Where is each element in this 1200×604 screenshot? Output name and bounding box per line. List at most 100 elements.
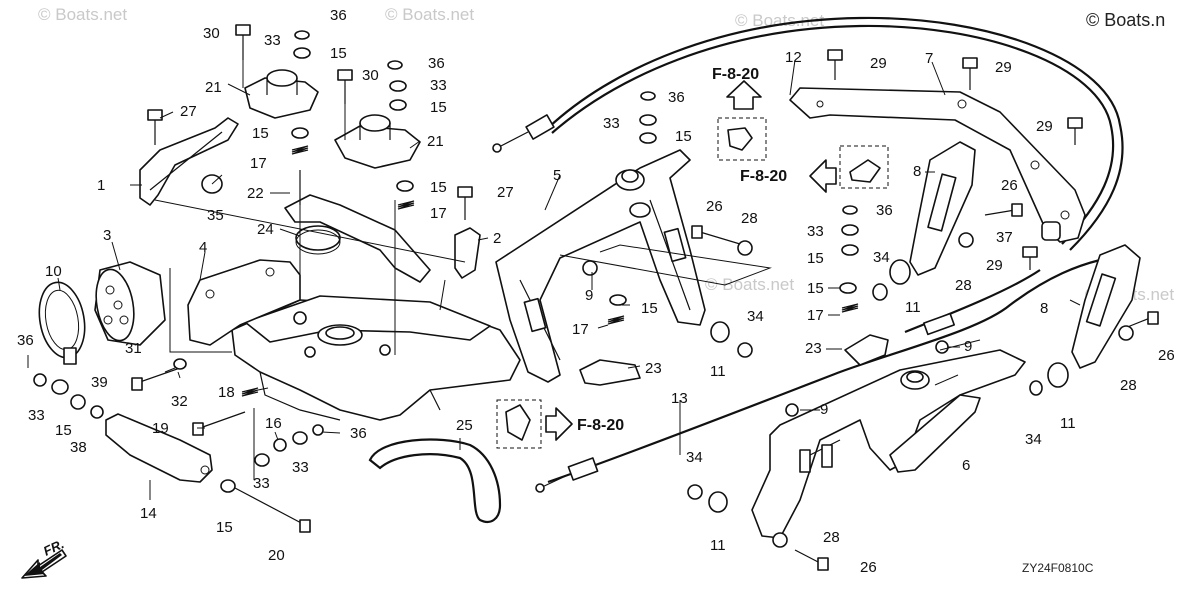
watermark-text: © Boats.net — [735, 11, 824, 30]
callout-36: 36 — [350, 425, 367, 442]
callout-8: 8 — [1040, 300, 1048, 317]
callout-28: 28 — [823, 529, 840, 546]
cable-13 — [547, 258, 1101, 484]
callout-33: 33 — [292, 459, 309, 476]
bracket-22 — [284, 194, 431, 283]
callout-31: 31 — [125, 340, 142, 357]
callout-35: 35 — [207, 207, 224, 224]
callout-15: 15 — [675, 128, 692, 145]
callout-19: 19 — [152, 420, 169, 437]
callout-33: 33 — [430, 77, 447, 94]
callout-34: 34 — [747, 308, 764, 325]
front-marker — [21, 549, 67, 579]
leader-lines — [27, 59, 1081, 500]
callout-12: 12 — [785, 49, 802, 66]
callout-30: 30 — [362, 67, 379, 84]
callout-16: 16 — [265, 415, 282, 432]
watermark-text: © Boats.net — [385, 5, 474, 24]
link-arm-6 — [889, 394, 981, 473]
callout-11: 11 — [1060, 415, 1076, 432]
callout-34: 34 — [686, 449, 703, 466]
callout-9: 9 — [820, 401, 828, 418]
callout-29: 29 — [1036, 118, 1053, 135]
callout-36: 36 — [668, 89, 685, 106]
callout-29: 29 — [870, 55, 887, 72]
callout-20: 20 — [268, 547, 285, 564]
copyright-text: © Boats.n — [1086, 10, 1165, 30]
callout-26: 26 — [706, 198, 723, 215]
arm-23b — [844, 334, 889, 366]
callout-15: 15 — [807, 280, 824, 297]
cap-21-right — [334, 125, 421, 169]
callout-17: 17 — [430, 205, 447, 222]
callout-22: 22 — [247, 185, 264, 202]
cover-14 — [105, 413, 213, 483]
callout-15: 15 — [216, 519, 233, 536]
callout-15: 15 — [330, 45, 347, 62]
cross-ref-label[interactable]: F-8-20 — [712, 66, 759, 83]
callout-14: 14 — [140, 505, 157, 522]
part-drawings — [21, 16, 1159, 579]
grommet-3 — [94, 261, 166, 346]
callout-34: 34 — [873, 249, 890, 266]
callout-11: 11 — [905, 299, 921, 316]
cable-12 — [547, 16, 1124, 251]
arm-23a — [579, 359, 641, 386]
plate-2 — [454, 227, 481, 279]
callout-23: 23 — [805, 340, 822, 357]
callout-28: 28 — [955, 277, 972, 294]
callout-9: 9 — [585, 287, 593, 304]
callout-33: 33 — [603, 115, 620, 132]
cross-ref-label[interactable]: F-8-20 — [577, 417, 624, 434]
callout-33: 33 — [264, 32, 281, 49]
cable-end-left — [492, 114, 555, 153]
callout-15: 15 — [807, 250, 824, 267]
callout-29: 29 — [986, 257, 1003, 274]
clamp-10 — [38, 281, 86, 365]
callout-4: 4 — [199, 239, 207, 256]
callout-21: 21 — [205, 79, 222, 96]
callout-30: 30 — [203, 25, 220, 42]
callout-11: 11 — [710, 537, 726, 554]
callout-9: 9 — [964, 338, 972, 355]
callout-26: 26 — [860, 559, 877, 576]
callout-2: 2 — [493, 230, 501, 247]
callout-38: 38 — [70, 439, 87, 456]
callout-17: 17 — [250, 155, 267, 172]
callout-36: 36 — [876, 202, 893, 219]
housing-top — [244, 295, 491, 343]
callout-33: 33 — [807, 223, 824, 240]
callout-23: 23 — [645, 360, 662, 377]
loop-25 — [368, 438, 502, 523]
callout-5: 5 — [553, 167, 561, 184]
callout-10: 10 — [45, 263, 62, 280]
callout-33: 33 — [253, 475, 270, 492]
bracket-1 — [139, 117, 239, 206]
callout-34: 34 — [1025, 431, 1042, 448]
callout-36: 36 — [428, 55, 445, 72]
drawing-code: ZY24F0810C — [1022, 561, 1094, 575]
callout-28: 28 — [741, 210, 758, 227]
cable-12-inner — [551, 24, 1115, 245]
callout-3: 3 — [103, 227, 111, 244]
cross-ref-box-top — [717, 80, 767, 161]
callout-17: 17 — [807, 307, 824, 324]
bracket-6 — [751, 349, 1026, 539]
callout-36: 36 — [330, 7, 347, 24]
callout-26: 26 — [1001, 177, 1018, 194]
callout-37: 37 — [996, 229, 1013, 246]
bracket-7 — [789, 87, 1086, 243]
callout-26: 26 — [1158, 347, 1175, 364]
callout-33: 33 — [28, 407, 45, 424]
assembly-lines — [154, 60, 981, 480]
watermark-text: © Boats.net — [705, 275, 794, 294]
callout-39: 39 — [91, 374, 108, 391]
callout-21: 21 — [427, 133, 444, 150]
callout-29: 29 — [995, 59, 1012, 76]
callout-18: 18 — [218, 384, 235, 401]
callout-6: 6 — [962, 457, 970, 474]
cross-ref-label[interactable]: F-8-20 — [740, 168, 787, 185]
callout-13: 13 — [671, 390, 688, 407]
